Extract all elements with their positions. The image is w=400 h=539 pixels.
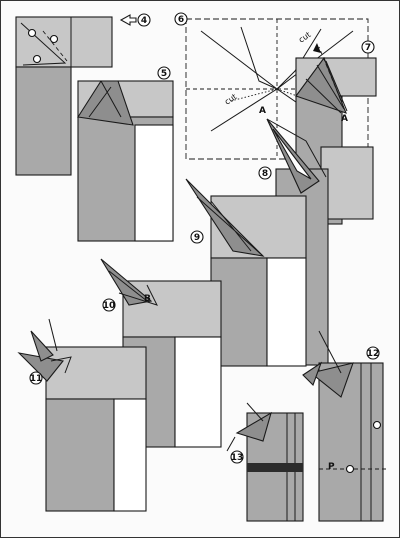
arrow-ref-number: 4 (141, 16, 147, 26)
step-11-diagram: 11 (17, 318, 147, 512)
svg-text:cut: cut (297, 30, 312, 45)
svg-text:B: B (144, 294, 151, 304)
svg-text:9: 9 (194, 233, 200, 243)
svg-text:cut: cut (223, 92, 238, 107)
svg-text:5: 5 (161, 69, 167, 79)
step-12-diagram: P 12 (302, 330, 387, 522)
svg-text:10: 10 (103, 301, 116, 311)
svg-text:P: P (328, 462, 335, 472)
see-step-4-reference: 4 (119, 13, 151, 27)
step-5-diagram: 5 (77, 66, 174, 242)
svg-text:11: 11 (30, 374, 43, 384)
svg-text:A: A (341, 114, 348, 124)
svg-text:A: A (259, 106, 266, 116)
step-13-diagram: 13 (226, 402, 304, 522)
svg-text:13: 13 (231, 453, 244, 463)
svg-text:8: 8 (262, 169, 268, 179)
svg-text:7: 7 (365, 43, 371, 53)
svg-text:12: 12 (367, 349, 380, 359)
step-initial-square (15, 16, 113, 176)
svg-text:6: 6 (178, 15, 184, 25)
